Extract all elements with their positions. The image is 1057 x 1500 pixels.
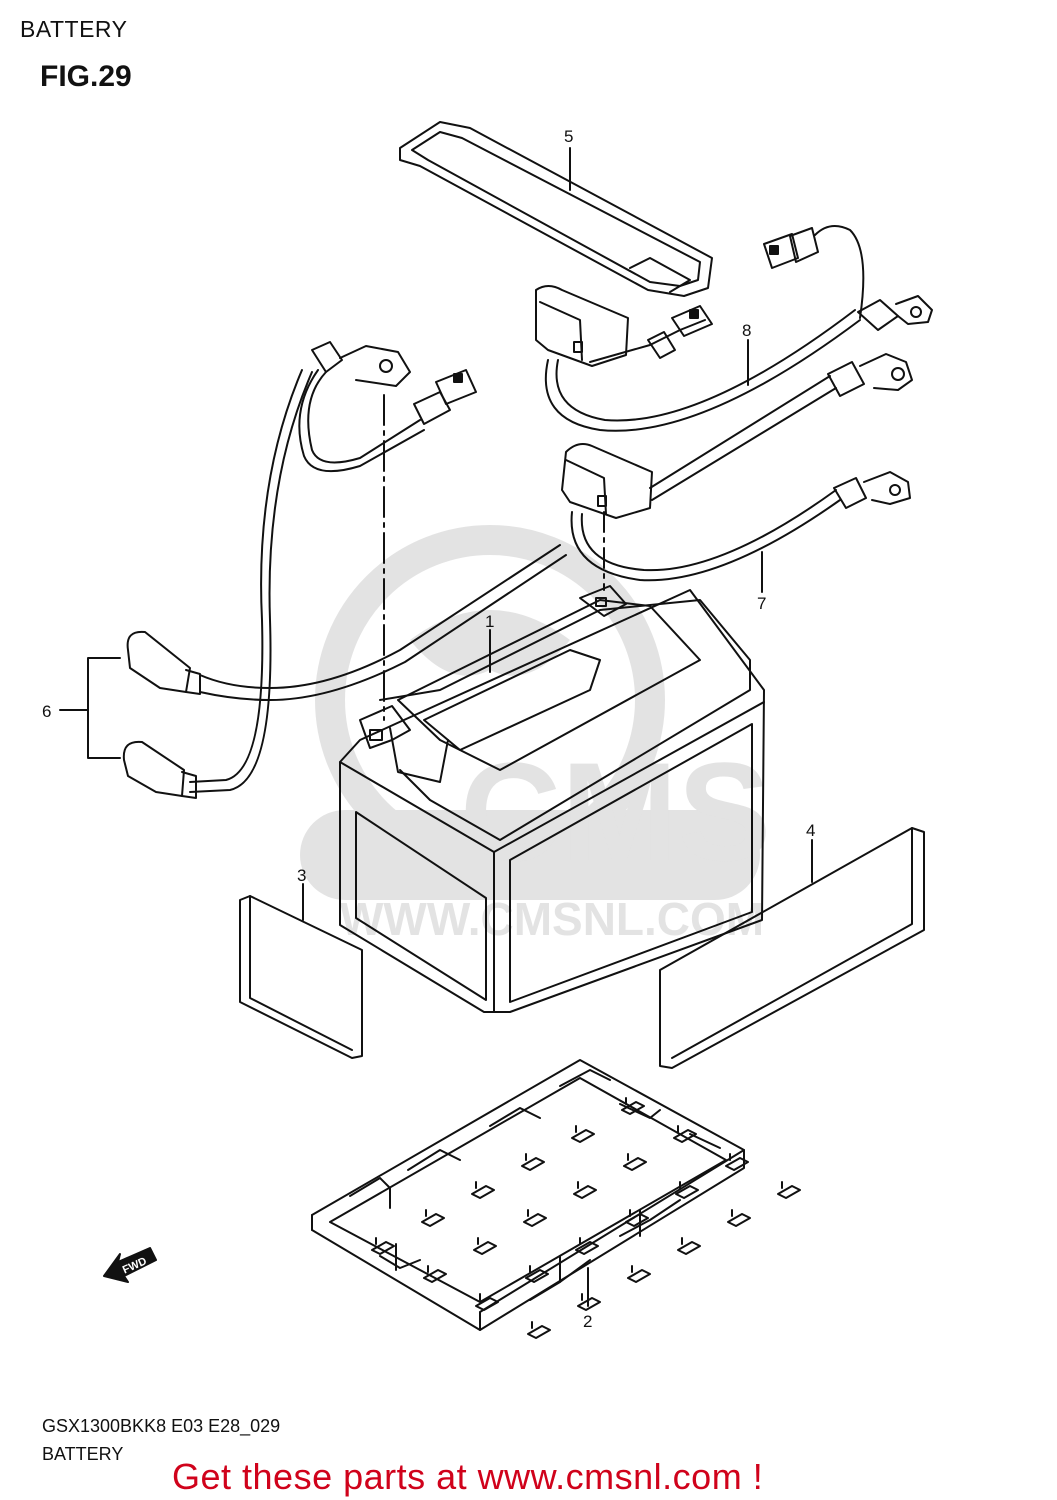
tray-slot	[621, 1097, 645, 1115]
tray-slot	[371, 1237, 395, 1255]
part-label-8: 8	[742, 321, 751, 340]
watermark-url: WWW.CMSNL.COM	[340, 893, 764, 945]
leader-line-6	[59, 657, 121, 759]
tray-slot	[727, 1209, 751, 1227]
tray-slot	[527, 1321, 551, 1339]
tray-slot	[677, 1237, 701, 1255]
tray-slot	[475, 1293, 499, 1311]
part-label-4: 4	[806, 821, 815, 840]
get-parts-link[interactable]: Get these parts at www.cmsnl.com !	[172, 1456, 763, 1498]
breather-hose[interactable]	[122, 544, 567, 799]
left-battery-lead[interactable]	[189, 341, 477, 793]
part-label-7: 7	[757, 594, 766, 613]
watermark-logo-text: CMS	[460, 733, 770, 890]
battery-strap[interactable]	[399, 121, 713, 297]
tray-slot	[625, 1209, 649, 1227]
fwd-direction-arrow: FWD	[103, 1247, 157, 1283]
tray-slot	[777, 1181, 801, 1199]
tray-slot	[473, 1237, 497, 1255]
tray-slot	[521, 1153, 545, 1171]
battery-tray-slots	[371, 1097, 801, 1339]
tray-slot	[523, 1209, 547, 1227]
part-label-5: 5	[564, 127, 573, 146]
part-label-1: 1	[485, 612, 494, 631]
get-parts-link-text[interactable]: Get these parts at www.cmsnl.com !	[172, 1456, 764, 1497]
battery[interactable]	[339, 585, 765, 1013]
part-label-3: 3	[297, 866, 306, 885]
battery-pad-right[interactable]	[659, 827, 925, 1069]
tray-slot	[525, 1265, 549, 1283]
tray-slot	[725, 1153, 749, 1171]
tray-slot	[471, 1181, 495, 1199]
tray-slot	[575, 1237, 599, 1255]
part-label-6: 6	[42, 702, 51, 721]
tray-slot	[571, 1125, 595, 1143]
figure-label: FIG.29	[40, 60, 132, 93]
tray-slot	[627, 1265, 651, 1283]
diagram-caption: BATTERY	[42, 1444, 124, 1464]
tray-slot	[423, 1265, 447, 1283]
tray-slot	[573, 1181, 597, 1199]
tray-slot	[675, 1181, 699, 1199]
positive-lead[interactable]	[535, 225, 933, 432]
part-label-2: 2	[583, 1312, 592, 1331]
battery-pad-left[interactable]	[239, 895, 363, 1059]
page-header-title: BATTERY	[20, 16, 128, 42]
diagram-code: GSX1300BKK8 E03 E28_029	[42, 1416, 281, 1436]
cmsnl-watermark: CMS WWW.CMSNL.COM	[300, 525, 770, 945]
tray-slot	[623, 1153, 647, 1171]
tray-slot	[421, 1209, 445, 1227]
negative-lead[interactable]	[561, 353, 913, 582]
tray-slot	[673, 1125, 697, 1143]
